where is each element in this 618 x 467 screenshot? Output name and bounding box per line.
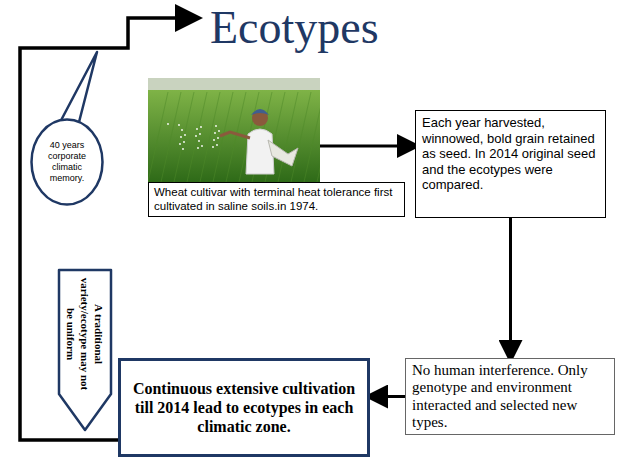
farmer-shirt bbox=[246, 129, 274, 174]
spray-grain bbox=[167, 123, 169, 125]
flow-arrow bbox=[509, 218, 512, 358]
callout-tail bbox=[57, 52, 97, 128]
callout-oval: 40 years corporate climatic memory. bbox=[30, 118, 104, 206]
crop-row bbox=[200, 92, 220, 182]
spray-grain bbox=[195, 135, 197, 137]
crop-row bbox=[304, 92, 320, 182]
photo-caption-node: Wheat cultivar with terminal heat tolera… bbox=[148, 78, 405, 217]
spray-grain bbox=[178, 124, 180, 126]
callout-ellipse bbox=[32, 120, 103, 205]
callout-text: 40 years corporate climatic memory. bbox=[39, 140, 95, 183]
process-box: No human interference. Only genotype and… bbox=[405, 358, 615, 435]
field-photo bbox=[148, 78, 320, 182]
spray-grain bbox=[199, 133, 201, 135]
process-box: Each year harvested, winnowed, bold grai… bbox=[415, 110, 606, 218]
spray-grain bbox=[212, 146, 214, 148]
crop-row bbox=[187, 92, 207, 182]
node-text: No human interference. Only genotype and… bbox=[412, 362, 608, 431]
vertical-note: A traditional variety/ecotype may not be… bbox=[61, 274, 109, 394]
fertilizer-sack bbox=[268, 140, 298, 166]
spray-grain bbox=[183, 141, 185, 143]
photo-caption: Wheat cultivar with terminal heat tolera… bbox=[154, 185, 399, 214]
crop-row bbox=[213, 92, 233, 182]
spray-grain bbox=[201, 145, 203, 147]
spray-grain bbox=[217, 137, 219, 139]
farmer-arm bbox=[220, 132, 250, 138]
spray-grain bbox=[196, 128, 198, 130]
farmer-turban bbox=[251, 109, 269, 115]
caption-box: Wheat cultivar with terminal heat tolera… bbox=[148, 182, 405, 217]
spray-grain bbox=[216, 144, 218, 146]
spray-grain bbox=[214, 132, 216, 134]
crop-row bbox=[174, 92, 194, 182]
spray-grain bbox=[218, 130, 220, 132]
spray-grain bbox=[200, 126, 202, 128]
spray-grain bbox=[197, 147, 199, 149]
spray-grain bbox=[213, 139, 215, 141]
spray-grain bbox=[181, 129, 183, 131]
spray-grain bbox=[182, 148, 184, 150]
result-box: Continuous extensive cultivation till 20… bbox=[118, 358, 370, 457]
flow-arrow bbox=[320, 145, 415, 148]
crop-row bbox=[291, 92, 311, 182]
spray-grain bbox=[215, 125, 217, 127]
crop-row bbox=[161, 92, 181, 182]
sky bbox=[148, 78, 320, 92]
pentagon-outline bbox=[59, 270, 111, 430]
spray-grain bbox=[184, 134, 186, 136]
crop-row bbox=[317, 92, 320, 182]
spray-grain bbox=[198, 140, 200, 142]
node-text: Each year harvested, winnowed, bold grai… bbox=[422, 115, 599, 193]
node-text: Continuous extensive cultivation till 20… bbox=[131, 379, 357, 437]
down-arrow-shape: A traditional variety/ecotype may not be… bbox=[57, 268, 113, 432]
farmer-head bbox=[252, 110, 268, 126]
spray-grain bbox=[180, 136, 182, 138]
flow-arrow bbox=[370, 395, 405, 398]
crop-row bbox=[148, 92, 168, 182]
diagram-title: Ecotypes bbox=[210, 0, 379, 55]
spray-grain bbox=[179, 143, 181, 145]
wheat-field bbox=[148, 90, 320, 182]
crop-row bbox=[278, 92, 298, 182]
